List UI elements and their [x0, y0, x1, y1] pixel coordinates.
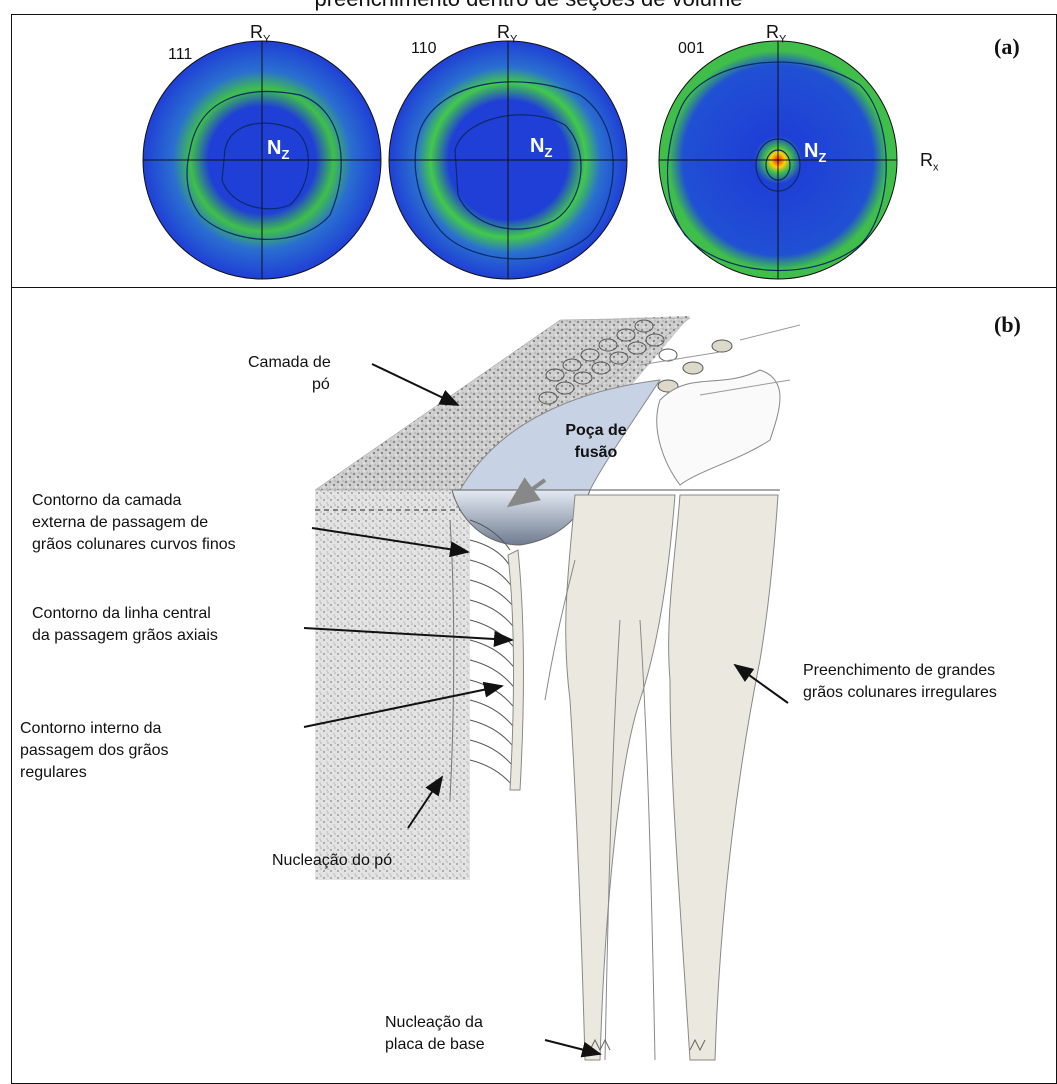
label-powder-layer: Camada de pó	[248, 352, 331, 396]
pole-figure-111-ry: RY	[250, 22, 270, 46]
pole-figure-001-nz: NZ	[804, 140, 826, 165]
pole-figure-110	[389, 41, 627, 279]
label-fill-columnar-grains: Preenchimento de grandes grãos colunares…	[803, 660, 997, 704]
panel-a-letter: (a)	[994, 34, 1020, 60]
panel-b-letter: (b)	[994, 312, 1021, 338]
label-melt-pool: Poça de fusão	[548, 420, 644, 464]
label-baseplate-nucleation: Nucleação da placa de base	[385, 1012, 485, 1056]
label-powder-nucleation: Nucleação do pó	[272, 850, 392, 872]
label-inner-contour: Contorno interno da passagem dos grãos r…	[20, 718, 169, 784]
pole-figure-001-rx: Rx	[920, 150, 939, 174]
pole-figure-001-name: 001	[678, 40, 705, 58]
pole-figure-001	[659, 41, 897, 279]
pole-figure-111	[143, 41, 381, 279]
pole-figure-110-nz: NZ	[530, 135, 552, 160]
label-centerline-contour: Contorno da linha central da passagem gr…	[32, 603, 218, 647]
pole-figure-110-ry: RY	[497, 22, 517, 46]
pole-figure-001-ry: RY	[766, 22, 786, 46]
pole-figure-111-nz: NZ	[267, 137, 289, 162]
pole-figure-111-name: 111	[168, 46, 192, 64]
pole-figure-110-name: 110	[411, 40, 437, 58]
label-outer-contour: Contorno da camada externa de passagem d…	[32, 490, 236, 556]
